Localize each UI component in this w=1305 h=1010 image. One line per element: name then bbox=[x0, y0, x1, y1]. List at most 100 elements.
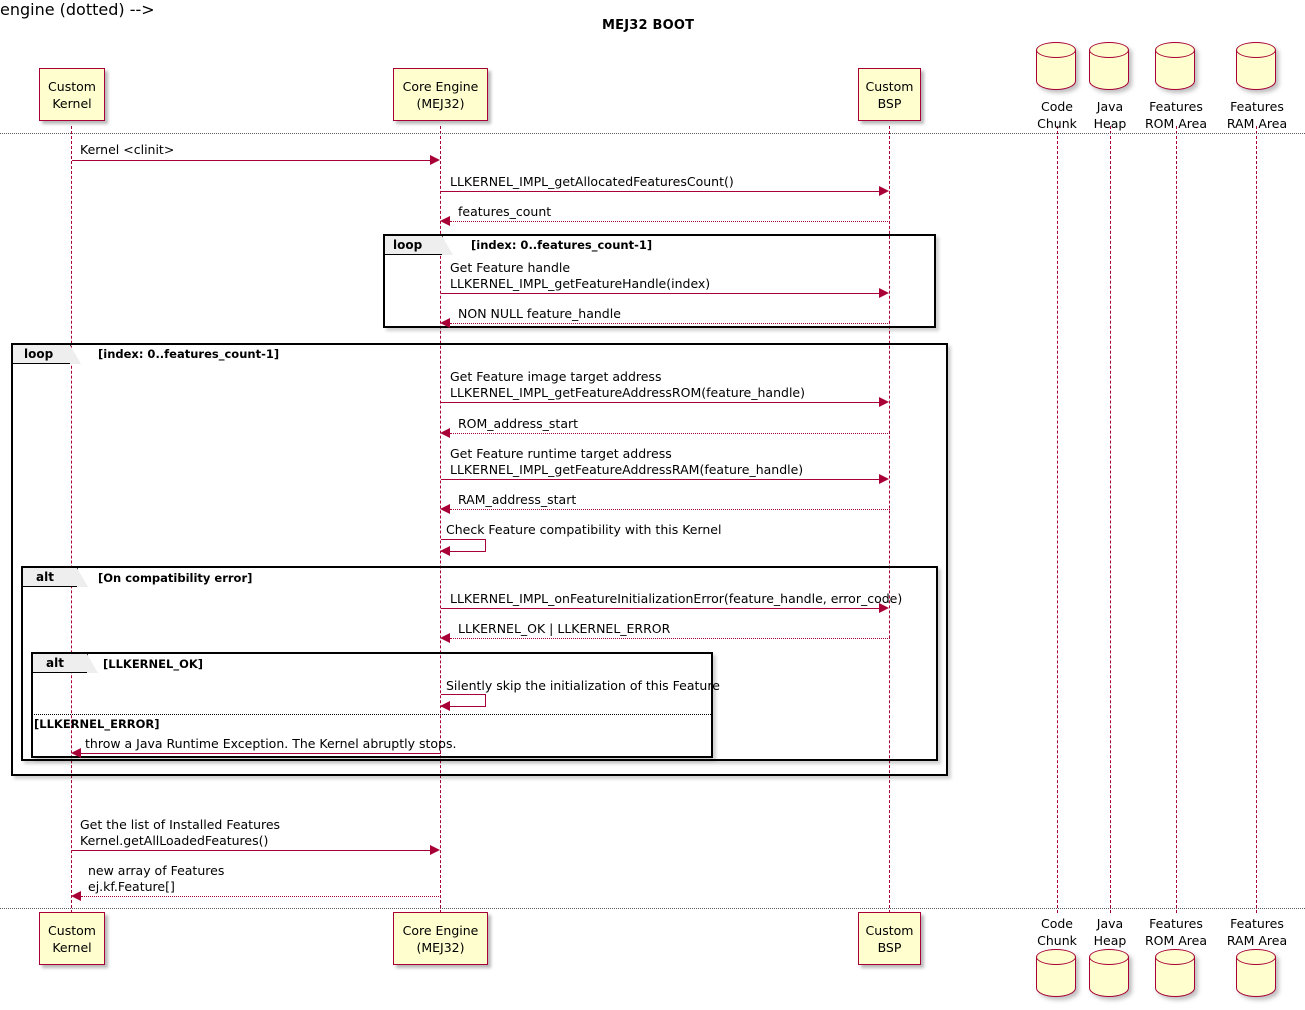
lifeline-heap bbox=[1110, 126, 1111, 913]
participant-engine-line1: Core Engine bbox=[402, 78, 479, 94]
participant-code-line2: Chunk bbox=[1037, 933, 1077, 948]
participant-rom-line2: ROM Area bbox=[1144, 933, 1208, 948]
participant-java-heap-top[interactable]: Java Heap bbox=[1081, 42, 1139, 132]
database-icon bbox=[1036, 949, 1078, 1005]
participant-features-ram-top[interactable]: Features RAM Area bbox=[1212, 42, 1302, 132]
participant-ram-line2: RAM Area bbox=[1226, 116, 1288, 131]
message-label-m1: Kernel <clinit> bbox=[80, 142, 175, 157]
database-icon bbox=[1236, 42, 1278, 98]
message-label-m13: Silently skip the initialization of this… bbox=[446, 678, 720, 693]
database-icon bbox=[1155, 42, 1197, 98]
participant-bsp-bottom[interactable]: Custom BSP bbox=[858, 912, 921, 965]
message-label-m16-line2: ej.kf.Feature[] bbox=[88, 879, 175, 894]
message-line-m5 bbox=[450, 323, 890, 324]
participant-features-rom-top[interactable]: Features ROM Area bbox=[1131, 42, 1221, 132]
message-arrow-m8 bbox=[879, 474, 889, 484]
participant-code-chunk-top[interactable]: Code Chunk bbox=[1028, 42, 1086, 132]
message-arrow-m10 bbox=[440, 546, 450, 556]
participant-engine-line2: (MEJ32) bbox=[416, 939, 465, 955]
message-arrow-m5 bbox=[440, 318, 450, 328]
message-label-m8-line2: LLKERNEL_IMPL_getFeatureAddressRAM(featu… bbox=[450, 462, 804, 477]
message-selfloop-m10 bbox=[441, 539, 486, 552]
frame-alt2-else-condition: [LLKERNEL_ERROR] bbox=[34, 717, 160, 731]
message-label-m3: features_count bbox=[458, 204, 552, 219]
message-arrow-m14 bbox=[71, 748, 81, 758]
frame-alt1-keyword: alt bbox=[36, 570, 54, 584]
message-line-m2 bbox=[441, 191, 881, 192]
frame-loop1-condition: [index: 0..features_count-1] bbox=[471, 238, 653, 252]
participant-engine-bottom[interactable]: Core Engine (MEJ32) bbox=[393, 912, 488, 965]
message-label-m2: LLKERNEL_IMPL_getAllocatedFeaturesCount(… bbox=[450, 174, 734, 189]
participant-java-heap-bottom[interactable]: Heap Java bbox=[1081, 915, 1139, 1005]
participant-ram-line1: Features bbox=[1230, 99, 1284, 114]
message-line-m9 bbox=[450, 509, 890, 510]
frame-alt2-condition: [LLKERNEL_OK] bbox=[103, 657, 204, 671]
participant-code-line1: Code bbox=[1040, 916, 1073, 931]
message-line-m7 bbox=[450, 433, 890, 434]
lifeline-kernel bbox=[71, 126, 72, 913]
message-line-m1 bbox=[72, 160, 432, 161]
lifeline-ram bbox=[1256, 126, 1257, 913]
message-line-m6 bbox=[441, 402, 881, 403]
message-arrow-m11 bbox=[879, 603, 889, 613]
participant-code-line2: Chunk bbox=[1037, 116, 1077, 131]
message-label-m4-line1: Get Feature handle bbox=[450, 260, 571, 275]
message-selfloop-m13 bbox=[441, 694, 486, 707]
message-label-m7: ROM_address_start bbox=[458, 416, 579, 431]
message-arrow-m7 bbox=[440, 428, 450, 438]
database-icon bbox=[1089, 949, 1131, 1005]
participant-bsp-line2: BSP bbox=[877, 939, 902, 955]
message-label-m5: NON NULL feature_handle bbox=[458, 306, 621, 321]
message-label-m9: RAM_address_start bbox=[458, 492, 577, 507]
participant-bsp-line2: BSP bbox=[877, 95, 902, 111]
message-line-m15 bbox=[72, 850, 432, 851]
message-label-m16-line1: new array of Features bbox=[88, 863, 225, 878]
message-label-m10: Check Feature compatibility with this Ke… bbox=[446, 522, 722, 537]
participant-heap-line2: Heap bbox=[1093, 933, 1127, 948]
participant-ram-line2: RAM Area bbox=[1226, 933, 1288, 948]
participant-kernel-line2: Kernel bbox=[52, 939, 92, 955]
database-icon bbox=[1155, 949, 1197, 1005]
frame-loop2-condition: [index: 0..features_count-1] bbox=[98, 347, 280, 361]
frame-alt2-tab bbox=[33, 654, 98, 673]
message-label-m15-line2: Kernel.getAllLoadedFeatures() bbox=[80, 833, 269, 848]
participant-ram-line1: Features bbox=[1230, 916, 1284, 931]
participant-heap-line2: Heap bbox=[1093, 116, 1127, 131]
message-arrow-m12 bbox=[440, 633, 450, 643]
frame-loop1-keyword: loop bbox=[393, 238, 423, 252]
diagram-title: MEJ32 BOOT bbox=[602, 18, 695, 33]
participant-kernel-top[interactable]: Custom Kernel bbox=[39, 68, 105, 121]
participant-heap-line1: Java bbox=[1096, 99, 1124, 114]
participant-bsp-top[interactable]: Custom BSP bbox=[858, 68, 921, 121]
message-arrow-m4 bbox=[879, 288, 889, 298]
message-arrow-m6 bbox=[879, 397, 889, 407]
message-label-m4-line2: LLKERNEL_IMPL_getFeatureHandle(index) bbox=[450, 276, 711, 291]
message-label-m6-line1: Get Feature image target address bbox=[450, 369, 662, 384]
participant-features-rom-bottom[interactable]: ROM Area Features bbox=[1131, 915, 1221, 1005]
participant-code-chunk-bottom[interactable]: Chunk Code bbox=[1028, 915, 1086, 1005]
participant-engine-line1: Core Engine bbox=[402, 922, 479, 938]
frame-alt1-tab bbox=[23, 568, 88, 587]
participant-bsp-line1: Custom bbox=[865, 922, 914, 938]
message-line-m16 bbox=[81, 896, 441, 897]
participant-engine-top[interactable]: Core Engine (MEJ32) bbox=[393, 68, 488, 121]
participant-kernel-line1: Custom bbox=[48, 78, 96, 94]
message-label-m8-line1: Get Feature runtime target address bbox=[450, 446, 672, 461]
participant-rom-line1: Features bbox=[1149, 916, 1203, 931]
message-line-m3 bbox=[450, 221, 890, 222]
participant-features-ram-bottom[interactable]: RAM Area Features bbox=[1212, 915, 1302, 1005]
footer-separator bbox=[0, 908, 1305, 909]
message-line-m12 bbox=[450, 638, 890, 639]
message-arrow-m3 bbox=[440, 216, 450, 226]
participant-kernel-bottom[interactable]: Custom Kernel bbox=[39, 912, 105, 965]
frame-loop1 bbox=[383, 234, 936, 328]
message-arrow-m13 bbox=[440, 701, 450, 711]
frame-loop2-tab bbox=[13, 345, 81, 364]
participant-rom-line2: ROM Area bbox=[1144, 116, 1208, 131]
participant-rom-line1: Features bbox=[1149, 99, 1203, 114]
message-arrow-m2 bbox=[879, 186, 889, 196]
message-label-m12: LLKERNEL_OK | LLKERNEL_ERROR bbox=[458, 621, 671, 636]
message-line-m8 bbox=[441, 479, 881, 480]
participant-code-line1: Code bbox=[1040, 99, 1073, 114]
